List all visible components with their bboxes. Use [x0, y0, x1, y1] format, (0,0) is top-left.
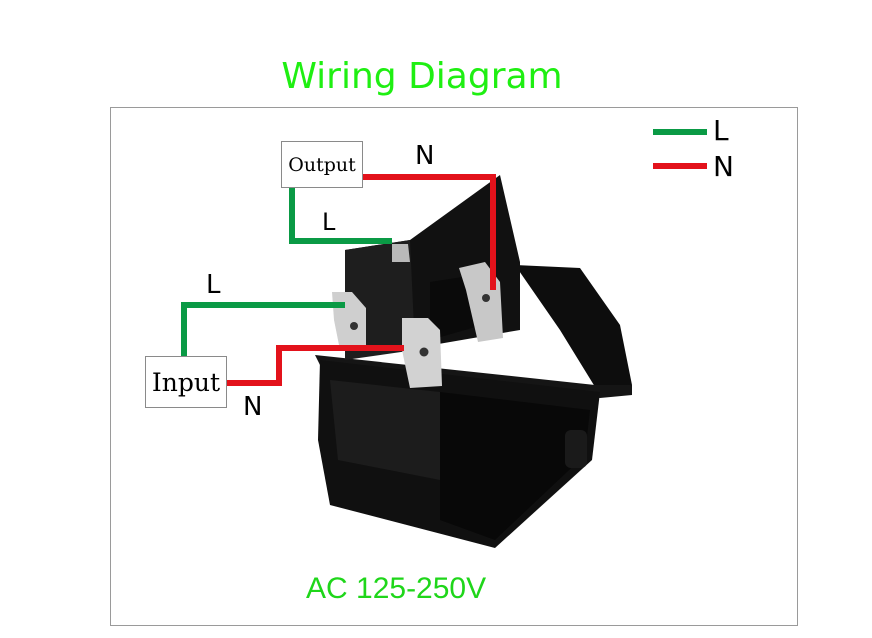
wire-input-live [181, 302, 345, 357]
rocker-switch [315, 175, 632, 548]
output-terminal-box: Output [281, 141, 363, 188]
input-neutral-label: N [243, 392, 263, 422]
legend-live-label: L [713, 114, 729, 147]
output-neutral-label: N [415, 141, 435, 171]
wire-output-live [289, 186, 392, 244]
diagram-frame [110, 107, 798, 626]
input-terminal-box: Input [145, 356, 227, 408]
wires [181, 174, 496, 386]
wire-output-neutral [362, 174, 496, 290]
output-label: Output [288, 153, 356, 176]
input-live-label: L [206, 270, 221, 300]
output-live-label: L [322, 208, 336, 236]
voltage-rating: AC 125-250V [306, 572, 487, 605]
input-label: Input [151, 367, 221, 397]
terminal-lugs [332, 244, 503, 388]
legend-neutral-label: N [713, 150, 734, 183]
diagram-title: Wiring Diagram [281, 56, 563, 97]
wire-input-neutral [227, 345, 404, 386]
